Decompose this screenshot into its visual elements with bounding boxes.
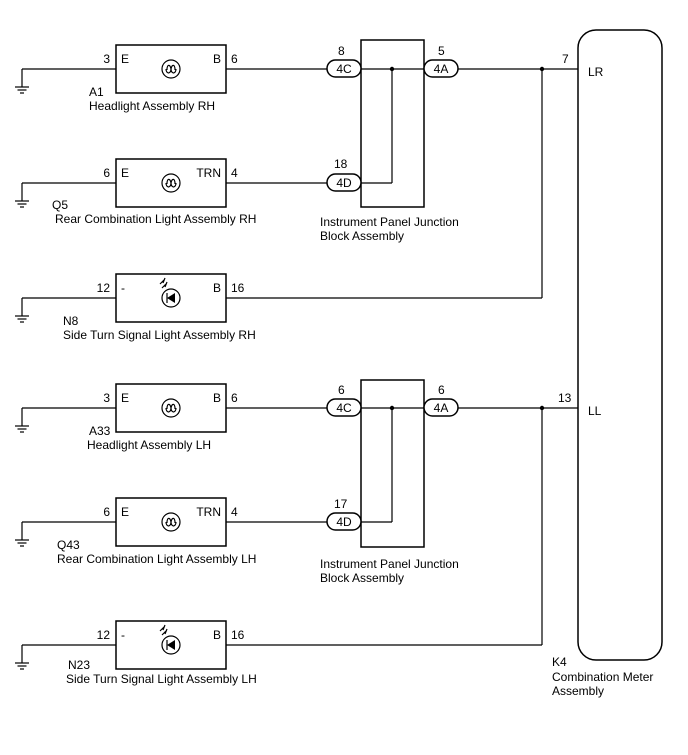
junction-block-1-name-line2: Block Assembly <box>320 229 404 243</box>
component-right-terminal-label: B <box>213 628 221 642</box>
connector-4d-2-pin: 17 <box>334 497 348 511</box>
component-right-terminal-label: TRN <box>196 505 221 519</box>
component-left-pin: 12 <box>97 628 111 642</box>
component-left-terminal-label: E <box>121 166 129 180</box>
connector-4a-1-pin: 5 <box>438 44 445 58</box>
component-left-terminal-label: E <box>121 52 129 66</box>
junction-block-1: 4C 8 4D 18 4A 5 Instrument Panel Junctio… <box>320 39 459 243</box>
ground-icon <box>15 425 29 433</box>
meter-terminal-label-ll: LL <box>588 404 602 418</box>
component-left-terminal-label: E <box>121 391 129 405</box>
meter-pin-lr: 7 <box>562 52 569 66</box>
component-left-terminal-label: E <box>121 505 129 519</box>
meter-name-line2: Assembly <box>552 684 604 698</box>
led-icon <box>159 277 181 308</box>
component-right-pin: 16 <box>231 628 245 642</box>
connector-4c-1-pin: 8 <box>338 44 345 58</box>
component-name: Side Turn Signal Light Assembly LH <box>66 672 257 686</box>
component-name: Side Turn Signal Light Assembly RH <box>63 328 256 342</box>
junction-block-1-name-line1: Instrument Panel Junction <box>320 215 459 229</box>
ground-icon <box>15 86 29 94</box>
junction-block-2-name-line1: Instrument Panel Junction <box>320 557 459 571</box>
junction-block-2-name-line2: Block Assembly <box>320 571 404 585</box>
ground-icon <box>15 662 29 670</box>
component-code: Q43 <box>57 538 80 552</box>
connector-4c-1-label: 4C <box>336 62 352 76</box>
component-right-pin: 4 <box>231 166 238 180</box>
bulb-icon <box>161 512 181 532</box>
component-right-pin: 6 <box>231 52 238 66</box>
component-left-pin: 6 <box>103 505 110 519</box>
component-name: Rear Combination Light Assembly LH <box>57 552 256 566</box>
ground-icon <box>15 200 29 208</box>
bulb-icon <box>161 398 181 418</box>
combination-meter-box <box>577 29 663 661</box>
meter-code: K4 <box>552 655 567 669</box>
connector-4c-2-label: 4C <box>336 401 352 415</box>
junction-block-2: 4C 6 4D 17 4A 6 Instrument Panel Junctio… <box>320 379 459 585</box>
component-right-pin: 4 <box>231 505 238 519</box>
connector-4c-2-pin: 6 <box>338 383 345 397</box>
component-left-terminal-label: - <box>121 281 125 295</box>
component-code: Q5 <box>52 198 68 212</box>
component-name: Rear Combination Light Assembly RH <box>55 212 256 226</box>
component-right-terminal-label: B <box>213 52 221 66</box>
component-right-terminal-label: TRN <box>196 166 221 180</box>
ground-icon <box>15 315 29 323</box>
component-left-pin: 3 <box>103 391 110 405</box>
component-left-pin: 12 <box>97 281 111 295</box>
ground-icon <box>15 539 29 547</box>
connector-4a-1-label: 4A <box>434 62 449 76</box>
component-code: A1 <box>89 85 104 99</box>
component-right-pin: 16 <box>231 281 245 295</box>
connector-4d-1-label: 4D <box>336 176 352 190</box>
component-code: A33 <box>89 424 111 438</box>
component-left-terminal-label: - <box>121 628 125 642</box>
meter-pin-ll: 13 <box>558 391 572 405</box>
component-right-pin: 6 <box>231 391 238 405</box>
component-name: Headlight Assembly RH <box>89 99 215 113</box>
meter-name-line1: Combination Meter <box>552 670 653 684</box>
wires <box>226 66 578 646</box>
component-name: Headlight Assembly LH <box>87 438 211 452</box>
bulb-icon <box>161 173 181 193</box>
meter-terminal-label-lr: LR <box>588 65 604 79</box>
led-icon <box>159 624 181 655</box>
component-code: N8 <box>63 314 79 328</box>
connector-4a-2-pin: 6 <box>438 383 445 397</box>
component-right-terminal-label: B <box>213 391 221 405</box>
component-code: N23 <box>68 658 90 672</box>
component-left-pin: 3 <box>103 52 110 66</box>
bulb-icon <box>161 59 181 79</box>
connector-4a-2-label: 4A <box>434 401 449 415</box>
component-right-terminal-label: B <box>213 281 221 295</box>
connector-4d-2-label: 4D <box>336 515 352 529</box>
connector-4d-1-pin: 18 <box>334 157 348 171</box>
component-left-pin: 6 <box>103 166 110 180</box>
